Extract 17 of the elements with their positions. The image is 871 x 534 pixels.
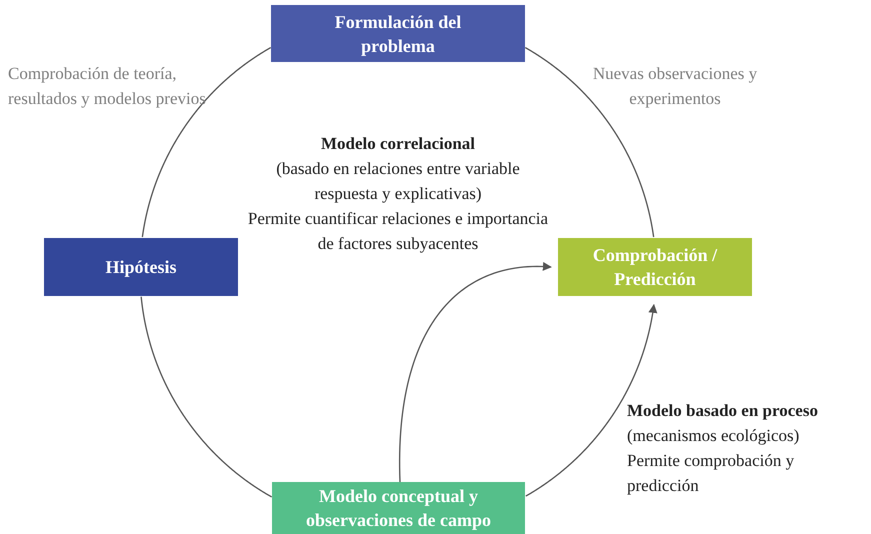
annotation-text: Permite cuantificar relaciones e importancia de factores subyacentes [246, 208, 550, 255]
annotation-text: Comprobación de teoría, resultados y modelos previos [8, 63, 207, 110]
arrow [525, 304, 658, 497]
annotation-text: Nuevas observaciones y experimentos [592, 63, 758, 110]
connector-line [140, 296, 272, 498]
process-box: Hipótesis [44, 238, 238, 296]
heading-text: Modelo basado en proceso [627, 400, 819, 422]
heading-text: Modelo correlacional [320, 133, 476, 155]
annotation-text: (basado en relaciones entre variable respuesta y explicativas) [275, 158, 521, 205]
annotation-text: (mecanismos ecológicos) [627, 425, 800, 447]
connector-line [524, 47, 654, 238]
arrow [398, 262, 552, 482]
connector-line [142, 47, 272, 238]
process-box: Modelo conceptual y observaciones de campo [272, 482, 525, 534]
process-box: Formulación del problema [271, 5, 525, 62]
annotation-text: Permite comprobación y predicción [627, 450, 796, 497]
process-box: Comprobación / Predicción [558, 238, 752, 296]
